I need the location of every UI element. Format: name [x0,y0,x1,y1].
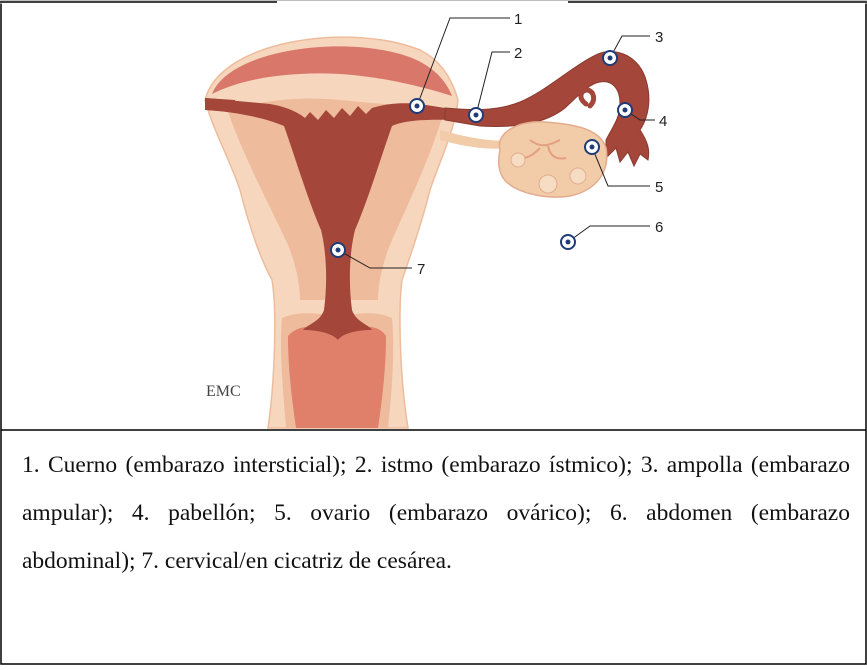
ovary-follicle [570,168,586,184]
label-6: 6 [655,219,663,236]
marker-1 [410,99,424,113]
ovary-follicle [539,175,557,193]
label-2: 2 [514,45,522,62]
fimbria-curl [581,90,594,106]
marker-2 [469,108,483,122]
label-4: 4 [659,113,667,130]
ectopic-pregnancy-diagram: 1 2 3 4 5 6 7 EMC [0,0,867,430]
cervical-canal-opening [288,327,386,428]
emc-logo: EMC [206,383,241,400]
marker-6 [561,235,575,249]
marker-5 [585,140,599,154]
left-tube [205,98,235,112]
label-7: 7 [417,261,425,278]
marker-4 [618,103,632,117]
figure-caption: 1. Cuerno (embarazo intersticial); 2. is… [22,441,850,585]
marker-7 [331,243,345,257]
label-1: 1 [514,11,522,28]
ovary-follicle [511,153,525,167]
marker-3 [603,51,617,65]
label-3: 3 [655,29,663,46]
label-5: 5 [655,179,663,196]
